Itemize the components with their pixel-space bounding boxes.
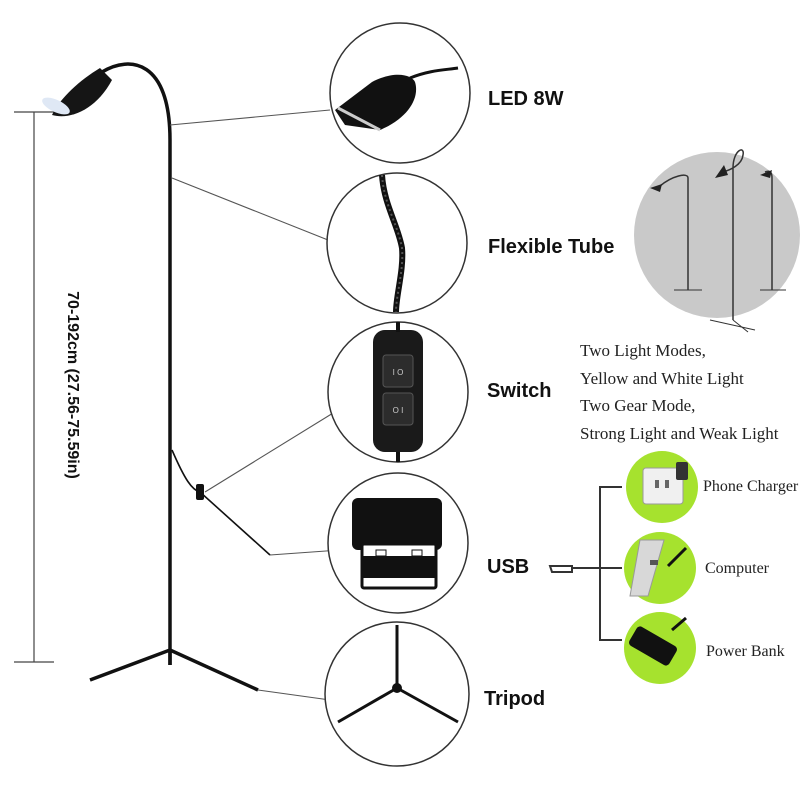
tube-label: Flexible Tube	[488, 236, 615, 258]
power-branch-lines	[548, 486, 622, 641]
phone-charger-label: Phone Charger	[703, 478, 799, 495]
svg-text:I O: I O	[393, 368, 404, 377]
wall-outlet-icon	[626, 451, 698, 523]
led-head-detail	[329, 22, 471, 164]
flexible-tube-detail	[326, 172, 468, 314]
lamp-heights-illustration	[634, 149, 800, 333]
floor-lamp	[42, 62, 271, 692]
power-bank-label: Power Bank	[706, 643, 785, 660]
feature-2: Yellow and White Light	[580, 369, 744, 388]
usb-plug-detail	[327, 472, 469, 614]
feature-1: Two Light Modes,	[580, 341, 706, 360]
height-range-label: 70-192cm (27.56-75.59in)	[64, 291, 81, 479]
led-label: LED 8W	[488, 88, 564, 110]
power-bank-icon	[624, 612, 696, 684]
tripod-detail	[324, 621, 470, 767]
tripod-label: Tripod	[484, 688, 546, 710]
svg-text:O I: O I	[393, 406, 404, 415]
usb-label: USB	[487, 556, 530, 578]
feature-3: Two Gear Mode,	[580, 396, 696, 415]
switch-detail: I O O I	[327, 321, 469, 463]
laptop-port-icon	[624, 532, 696, 604]
switch-label: Switch	[487, 380, 552, 402]
computer-label: Computer	[705, 560, 769, 577]
feature-4: Strong Light and Weak Light	[580, 424, 779, 443]
callout-lines	[169, 109, 341, 701]
height-dimension	[14, 111, 54, 663]
